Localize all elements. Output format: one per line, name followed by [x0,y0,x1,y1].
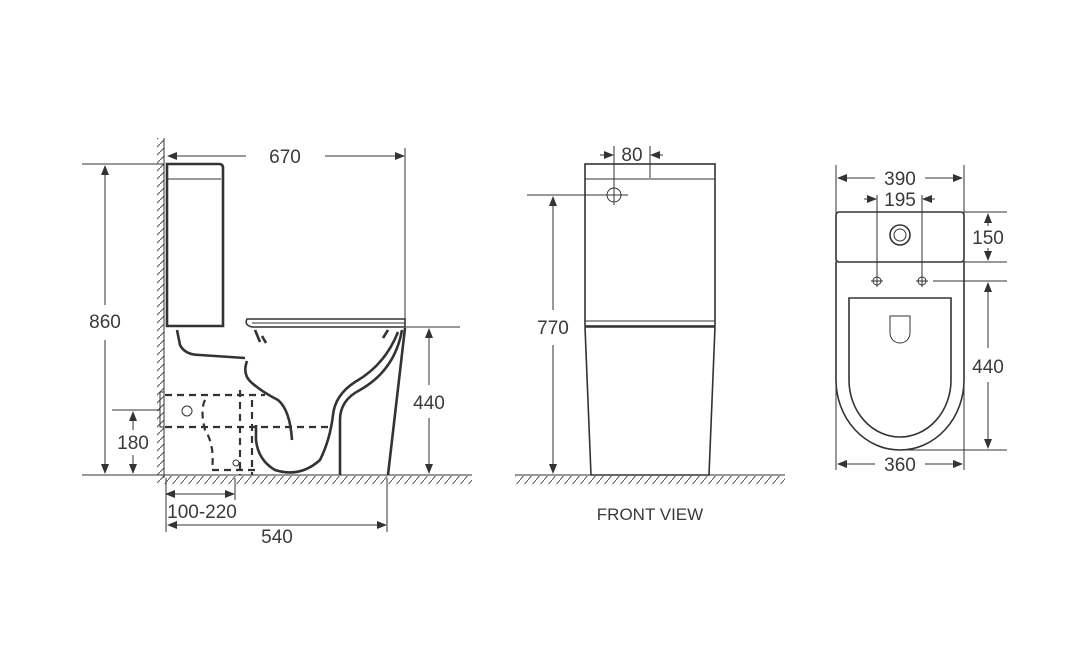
dim-outlet-height: 180 [112,409,160,474]
bowl-top-outer [835,262,965,451]
dim-label-360: 360 [884,455,916,476]
dim-overall-depth: 670 [167,147,406,326]
dim-label-150: 150 [972,228,1004,249]
dim-label-195: 195 [884,190,916,211]
cistern-side [165,162,225,328]
dim-tank-width: 390 [837,169,963,190]
dim-label-860: 860 [89,312,121,333]
cistern-top [835,211,965,263]
bowl-front [584,326,716,476]
bowl-shell [386,327,407,476]
dim-bowl-length: 440 [972,282,1004,449]
cistern-front [584,163,716,327]
dim-label-80: 80 [621,145,642,166]
seat-opening [889,315,911,344]
seat-side [245,318,406,328]
flush-button-top-icon [889,224,911,246]
floor-side [82,474,472,484]
side-view: 670 860 440 180 100-220 [82,138,472,548]
dim-overall-height: 860 [82,163,164,474]
dim-label-670: 670 [269,147,301,168]
dim-base-depth: 540 [165,478,388,548]
dim-fixing-spacing: 195 [864,190,935,211]
front-view-caption: FRONT VIEW [597,505,703,524]
top-view: 390 195 150 440 360 [835,165,1007,476]
dim-label-100-220: 100-220 [167,502,237,523]
dim-bowl-width: 360 [837,455,963,476]
dim-button-offset: 80 [600,145,663,166]
floor-front [515,474,785,484]
dim-tank-depth: 150 [972,213,1004,261]
flush-button-icon [600,146,628,205]
seat-top [848,297,952,438]
dim-label-390: 390 [884,169,916,190]
dim-outlet-offset: 100-220 [165,478,237,523]
dim-label-180: 180 [117,433,149,454]
dim-label-540: 540 [261,527,293,548]
dim-label-440-side: 440 [413,393,445,414]
dim-label-440-top: 440 [972,357,1004,378]
wall [157,138,165,483]
dim-button-height: 770 [527,194,600,474]
dim-label-770: 770 [537,318,569,339]
fixing-holes-icon [871,195,928,287]
dim-seat-height: 440 [405,326,460,474]
outlet-dashed [159,390,330,475]
front-view: 80 770 FRONT VIEW [515,145,785,524]
